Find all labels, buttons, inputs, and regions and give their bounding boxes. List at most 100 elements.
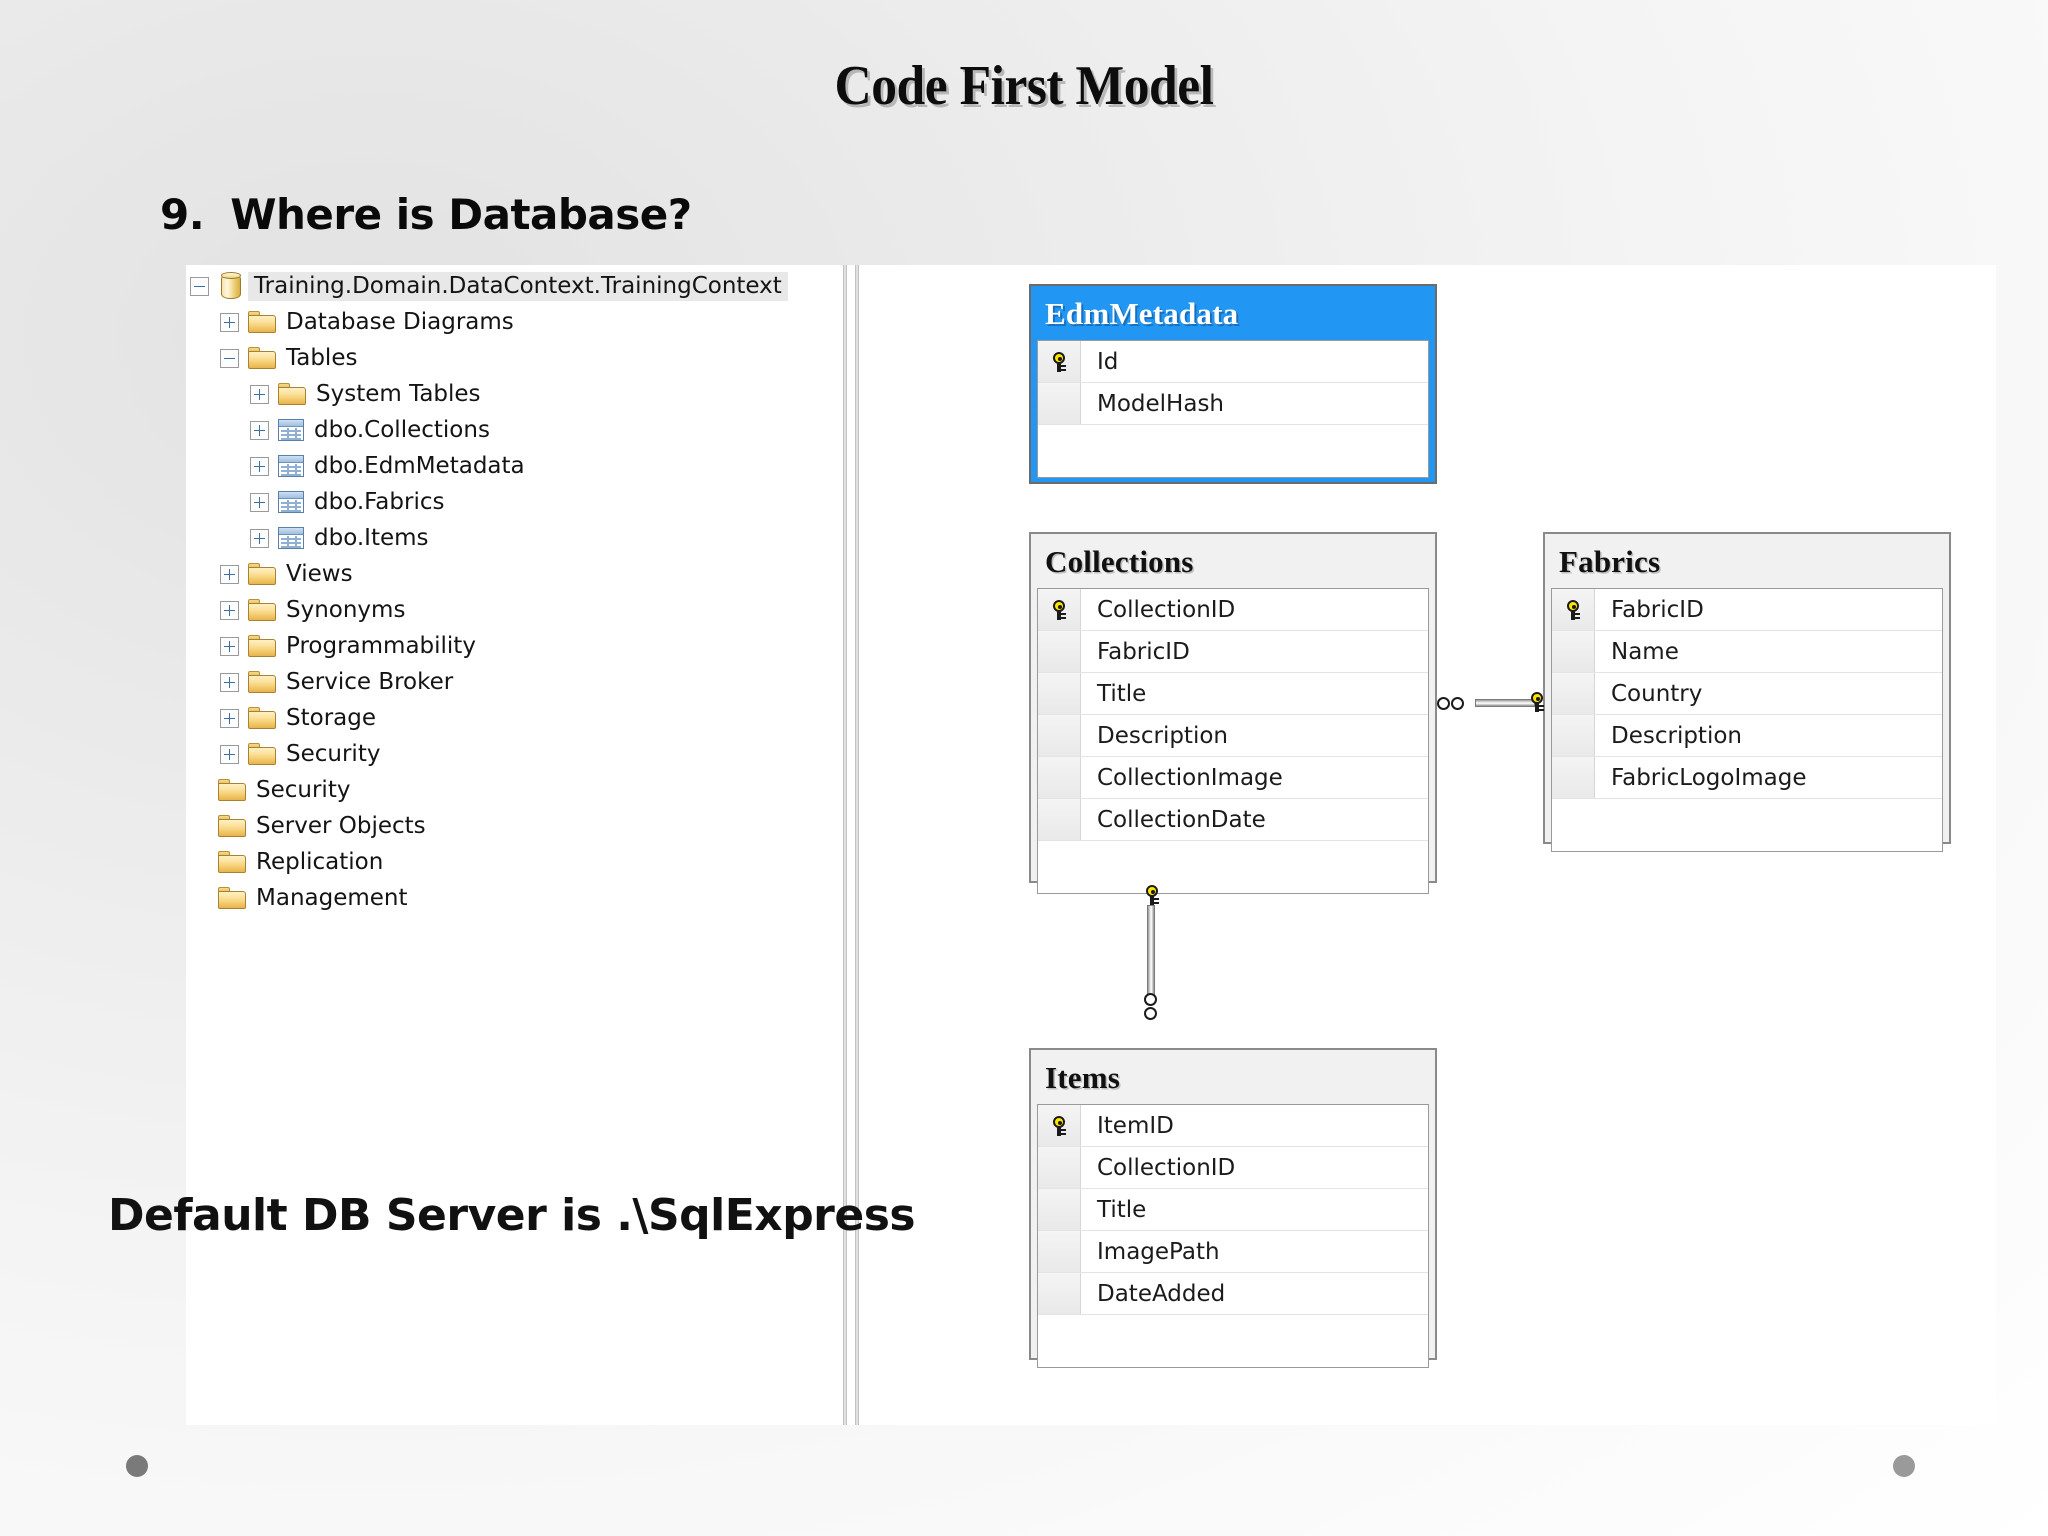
tree-node[interactable]: Security (190, 736, 830, 772)
tree-node-label: Training.Domain.DataContext.TrainingCont… (248, 271, 788, 301)
tree-node[interactable]: Views (190, 556, 830, 592)
splitter-right[interactable] (855, 265, 859, 1425)
entity-field-row[interactable]: FabricLogoImage (1552, 757, 1942, 799)
relationship-line (1147, 905, 1155, 997)
field-key-gutter (1038, 1147, 1081, 1188)
entity-field-row[interactable]: Id (1038, 341, 1428, 383)
collapse-icon[interactable] (190, 276, 209, 296)
entity-field-label: CollectionImage (1097, 764, 1283, 791)
expand-icon[interactable] (250, 492, 269, 512)
relationship-collections-items[interactable] (1140, 885, 1172, 1055)
entity-title: Fabrics (1559, 544, 1661, 579)
field-key-gutter (1552, 631, 1595, 672)
entity-field-row[interactable]: CollectionDate (1038, 799, 1428, 841)
caption-text: Default DB Server is .\SqlExpress (108, 1190, 916, 1241)
tree-node[interactable]: System Tables (190, 376, 830, 412)
field-key-gutter (1038, 1231, 1081, 1272)
expand-icon[interactable] (250, 384, 269, 404)
entity-field-row[interactable]: Description (1038, 715, 1428, 757)
expand-icon[interactable] (250, 420, 269, 440)
tree-node-label: Security (286, 740, 381, 767)
expand-icon[interactable] (220, 564, 239, 584)
tree-spacer (190, 817, 209, 836)
collapse-icon[interactable] (220, 348, 239, 368)
many-end-icon (1437, 696, 1479, 712)
tree-node[interactable]: Storage (190, 700, 830, 736)
entity-field-label: CollectionID (1097, 596, 1236, 623)
folder-icon (278, 383, 306, 405)
tree-node[interactable]: Management (190, 880, 830, 916)
tree-node[interactable]: dbo.EdmMetadata (190, 448, 830, 484)
entity-field-row[interactable]: ItemID (1038, 1105, 1428, 1147)
expand-icon[interactable] (220, 708, 239, 728)
entity-empty-space (1038, 425, 1428, 477)
field-key-gutter (1038, 589, 1081, 630)
tree-node[interactable]: Server Objects (190, 808, 830, 844)
expand-icon[interactable] (220, 312, 239, 332)
entity-field-label: Name (1611, 638, 1679, 665)
table-icon (278, 527, 304, 549)
tree-node[interactable]: Security (190, 772, 830, 808)
tree-node[interactable]: dbo.Collections (190, 412, 830, 448)
field-key-gutter (1038, 1189, 1081, 1230)
tree-node[interactable]: Replication (190, 844, 830, 880)
tree-node[interactable]: Service Broker (190, 664, 830, 700)
expand-icon[interactable] (220, 636, 239, 656)
entity-field-row[interactable]: ImagePath (1038, 1231, 1428, 1273)
tree-node[interactable]: Training.Domain.DataContext.TrainingCont… (190, 268, 830, 304)
tree-node-label: Replication (256, 848, 384, 875)
folder-icon (248, 707, 276, 729)
field-key-gutter (1552, 673, 1595, 714)
entity-field-row[interactable]: CollectionImage (1038, 757, 1428, 799)
folder-icon (248, 635, 276, 657)
entity-field-row[interactable]: Name (1552, 631, 1942, 673)
expand-icon[interactable] (250, 456, 269, 476)
entity-field-row[interactable]: Country (1552, 673, 1942, 715)
tree-node-label: Tables (286, 344, 358, 371)
tree-node[interactable]: Tables (190, 340, 830, 376)
decorative-dot-right (1893, 1455, 1915, 1477)
tree-node[interactable]: Programmability (190, 628, 830, 664)
tree-node[interactable]: dbo.Items (190, 520, 830, 556)
tree-node-label: Security (256, 776, 351, 803)
entity-field-row[interactable]: FabricID (1038, 631, 1428, 673)
expand-icon[interactable] (220, 744, 239, 764)
entity-field-row[interactable]: Title (1038, 1189, 1428, 1231)
entity-field-label: CollectionDate (1097, 806, 1266, 833)
entity-title: EdmMetadata (1045, 296, 1239, 331)
folder-icon (248, 563, 276, 585)
entity-field-row[interactable]: Description (1552, 715, 1942, 757)
expand-icon[interactable] (220, 600, 239, 620)
tree-node[interactable]: Database Diagrams (190, 304, 830, 340)
expand-icon[interactable] (220, 672, 239, 692)
object-explorer-tree[interactable]: Training.Domain.DataContext.TrainingCont… (190, 268, 830, 916)
entity-field-row[interactable]: CollectionID (1038, 589, 1428, 631)
expand-icon[interactable] (250, 528, 269, 548)
entity-field-row[interactable]: DateAdded (1038, 1273, 1428, 1315)
deck-title: Code First Model (834, 55, 1214, 117)
field-key-gutter (1038, 383, 1081, 424)
field-key-gutter (1038, 757, 1081, 798)
tree-node[interactable]: Synonyms (190, 592, 830, 628)
field-key-gutter (1038, 1273, 1081, 1314)
splitter-left[interactable] (843, 265, 847, 1425)
entity-field-row[interactable]: CollectionID (1038, 1147, 1428, 1189)
many-end-icon (1144, 993, 1160, 1035)
entity-field-row[interactable]: Title (1038, 673, 1428, 715)
tree-node-label: Views (286, 560, 353, 587)
primary-key-icon (1049, 351, 1069, 372)
heading-number: 9. (160, 190, 205, 239)
tree-node[interactable]: dbo.Fabrics (190, 484, 830, 520)
relationship-fabrics-collections[interactable] (1437, 690, 1547, 722)
entity-field-label: Description (1611, 722, 1742, 749)
entity-field-label: Title (1097, 1196, 1147, 1223)
entity-field-row[interactable]: ModelHash (1038, 383, 1428, 425)
entity-field-row[interactable]: FabricID (1552, 589, 1942, 631)
